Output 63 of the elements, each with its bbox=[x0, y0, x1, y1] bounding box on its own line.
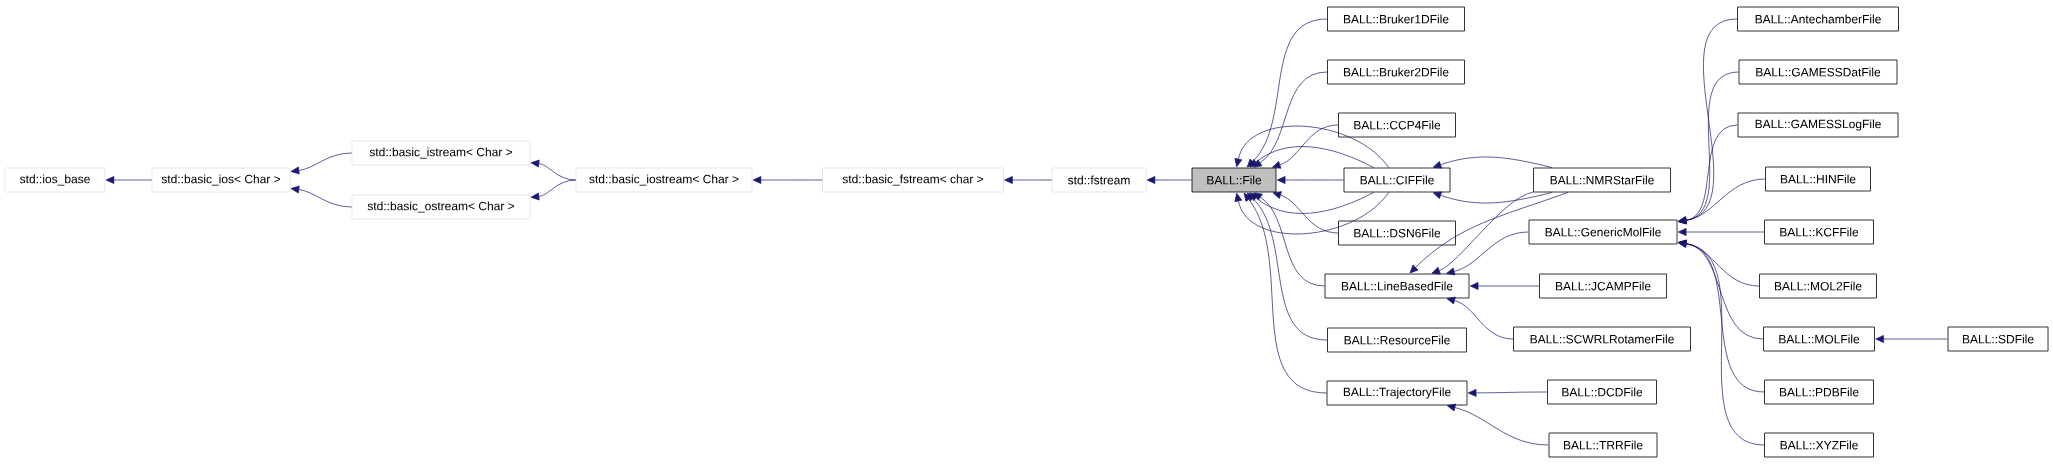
class-box: BALL::CIFFile bbox=[1343, 167, 1451, 193]
inheritance-arrow bbox=[105, 176, 153, 184]
inheritance-arrow bbox=[1272, 191, 1339, 234]
class-box: BALL::TrajectoryFile bbox=[1326, 380, 1468, 406]
inheritance-arrow bbox=[1253, 192, 1325, 287]
class-box: BALL::SDFile bbox=[1947, 326, 2049, 352]
inheritance-arrow bbox=[1246, 192, 1328, 341]
inheritance-arrow bbox=[1446, 231, 1529, 276]
class-box: BALL::DCDFile bbox=[1547, 379, 1657, 405]
class-box: std::ios_base bbox=[4, 167, 106, 193]
class-box: std::basic_istream< Char > bbox=[351, 140, 531, 166]
inheritance-arrow bbox=[1146, 176, 1192, 184]
class-box: std::basic_iostream< Char > bbox=[575, 167, 753, 193]
inheritance-arrow bbox=[1246, 18, 1328, 168]
inheritance-arrow bbox=[1253, 71, 1328, 168]
class-box: BALL::GAMESSDatFile bbox=[1738, 59, 1898, 85]
class-box: BALL::HINFile bbox=[1765, 166, 1871, 192]
inheritance-arrow bbox=[1431, 191, 1534, 275]
class-box: BALL::GenericMolFile bbox=[1528, 219, 1678, 245]
class-box: BALL::MOLFile bbox=[1763, 326, 1875, 352]
inheritance-arrow bbox=[1249, 146, 1375, 168]
inheritance-arrow bbox=[1469, 282, 1540, 290]
class-box: BALL::MOL2File bbox=[1759, 273, 1877, 299]
inheritance-arrow bbox=[1467, 388, 1548, 397]
inheritance-arrow bbox=[1409, 192, 1569, 274]
inheritance-arrow bbox=[1677, 239, 1765, 446]
inheritance-arrow bbox=[1446, 296, 1514, 340]
inheritance-arrow bbox=[1243, 192, 1327, 394]
class-box: BALL::JCAMPFile bbox=[1539, 273, 1667, 299]
class-box: BALL::ResourceFile bbox=[1327, 327, 1467, 353]
inheritance-arrow bbox=[1875, 335, 1948, 343]
class-box: std::basic_ios< Char > bbox=[151, 167, 291, 193]
class-box: BALL::AntechamberFile bbox=[1737, 6, 1899, 32]
class-box: BALL::PDBFile bbox=[1764, 379, 1874, 405]
inheritance-arrow bbox=[290, 152, 353, 175]
class-box: std::basic_ostream< Char > bbox=[351, 194, 531, 220]
inheritance-arrow bbox=[290, 185, 353, 208]
class-box: BALL::CCP4File bbox=[1338, 112, 1456, 138]
class-box: BALL::DSN6File bbox=[1338, 220, 1456, 246]
inheritance-arrow bbox=[1234, 192, 1389, 235]
class-box: BALL::SCWRLRotamerFile bbox=[1513, 326, 1691, 352]
class-box: BALL::XYZFile bbox=[1764, 432, 1874, 458]
inheritance-arrow bbox=[752, 176, 823, 184]
inheritance-arrow bbox=[1432, 191, 1553, 204]
class-box: BALL::GAMESSLogFile bbox=[1737, 112, 1899, 138]
class-box: std::fstream bbox=[1051, 167, 1147, 193]
inheritance-arrow bbox=[1677, 228, 1765, 236]
inheritance-arrow bbox=[1272, 124, 1339, 169]
inheritance-arrow bbox=[530, 179, 577, 201]
class-box: BALL::KCFFile bbox=[1764, 219, 1874, 245]
inheritance-arrow bbox=[1446, 403, 1549, 446]
class-box: BALL::Bruker1DFile bbox=[1327, 6, 1465, 32]
inheritance-arrow bbox=[1004, 176, 1053, 184]
inheritance-arrow bbox=[1234, 125, 1389, 168]
class-box: BALL::TRRFile bbox=[1548, 432, 1658, 458]
highlighted-class-box: BALL::File bbox=[1191, 167, 1277, 193]
inheritance-arrow bbox=[1276, 176, 1344, 184]
class-box: BALL::LineBasedFile bbox=[1324, 273, 1470, 299]
class-box: BALL::NMRStarFile bbox=[1533, 167, 1671, 193]
inheritance-arrow bbox=[1677, 178, 1766, 225]
class-box: BALL::Bruker2DFile bbox=[1327, 59, 1465, 85]
class-box: std::basic_fstream< char > bbox=[822, 167, 1004, 193]
inheritance-arrow bbox=[1432, 156, 1553, 169]
